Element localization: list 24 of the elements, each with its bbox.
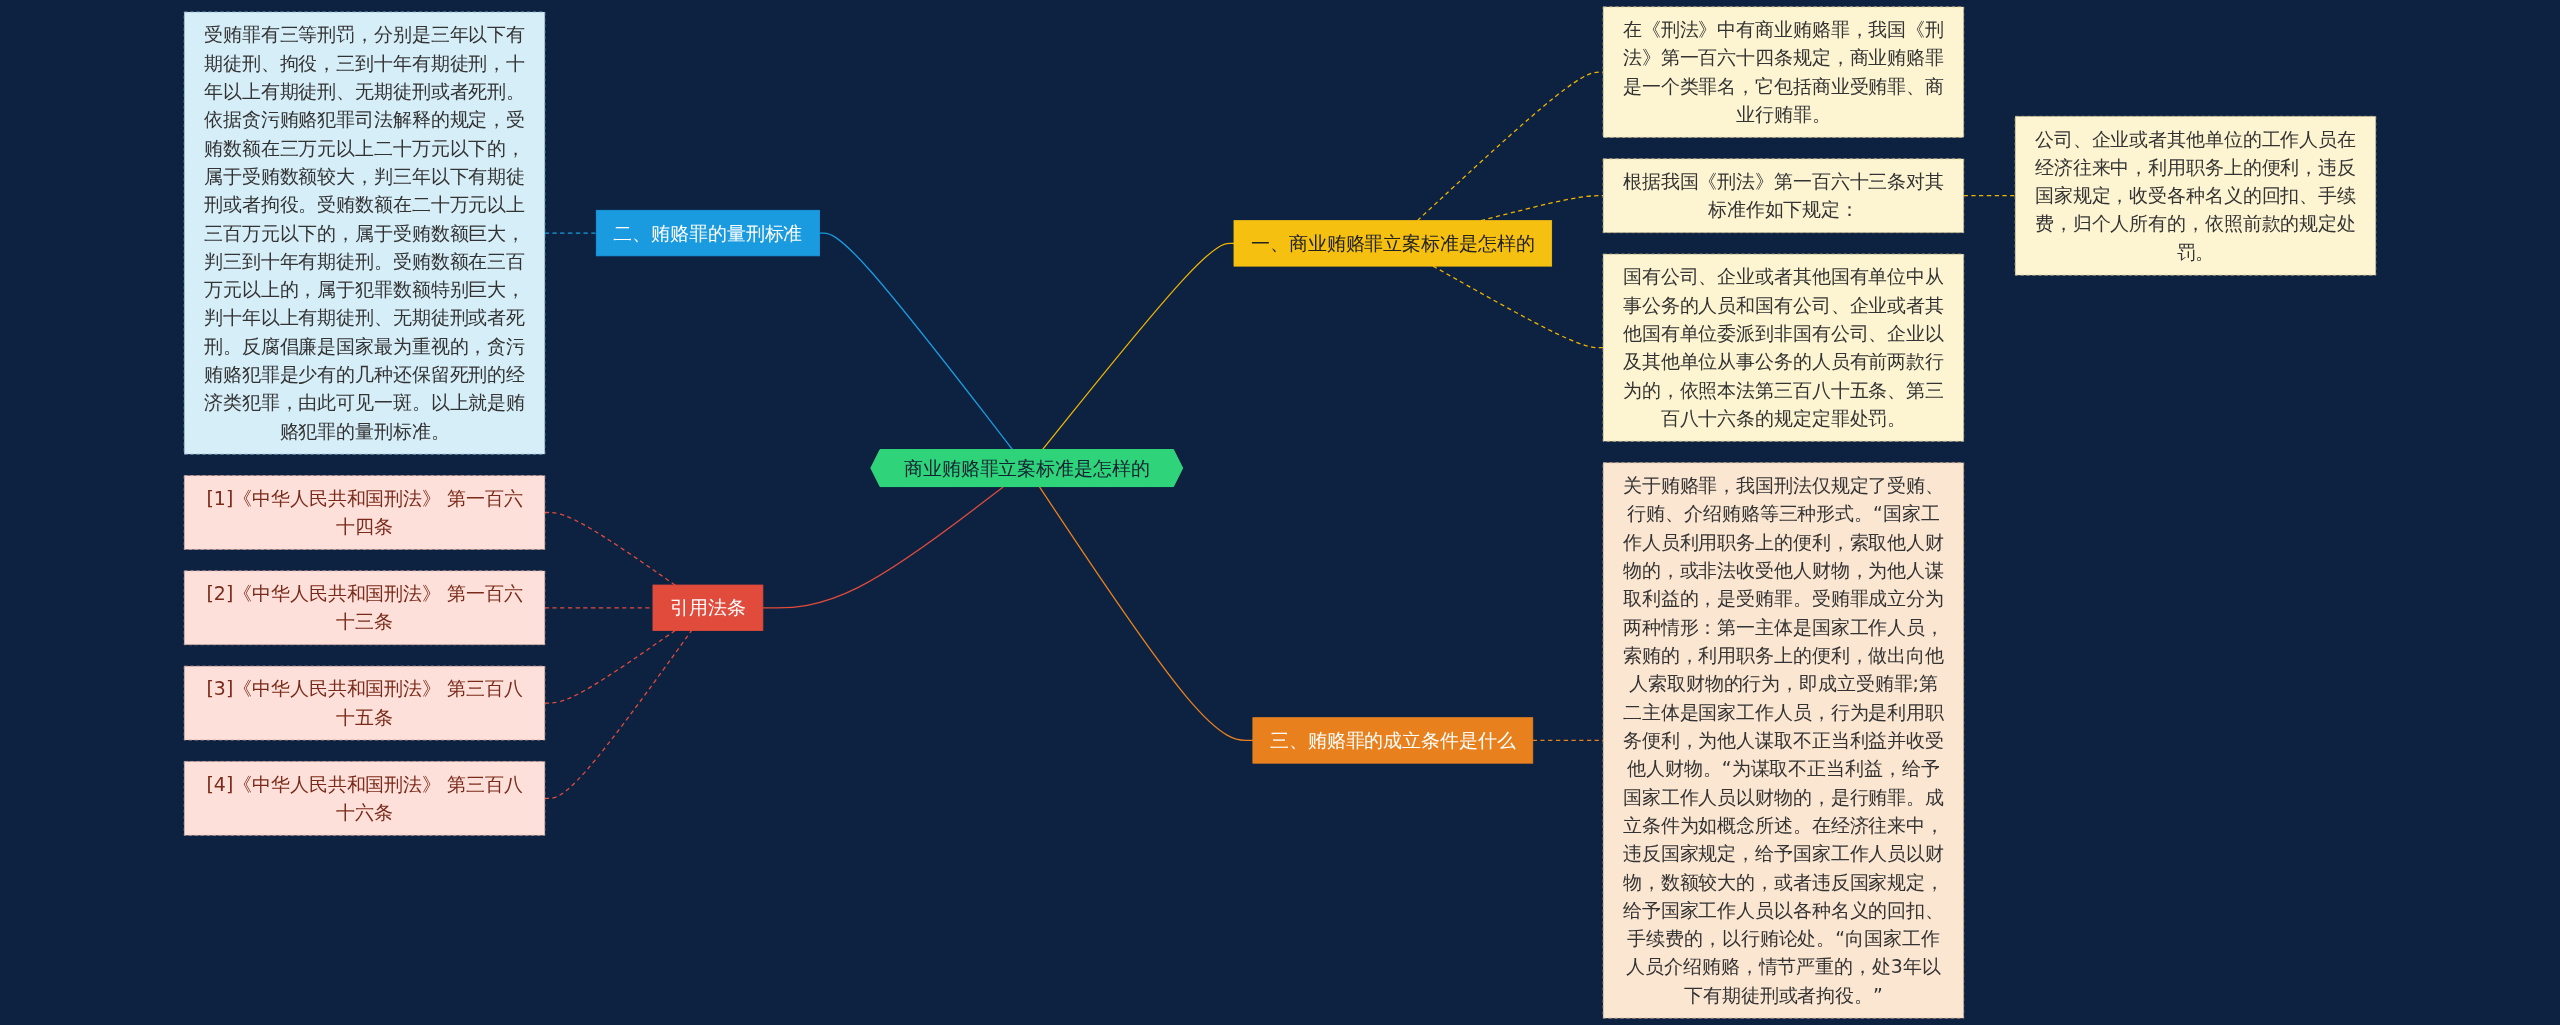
node-box: 受贿罪有三等刑罚，分别是三年以下有期徒刑、拘役，三到十年有期徒刑，十年以上有期徒刑、无期徒刑或者死刑。依据贪污贿赂犯罪司法解释的规定，受贿数额在三万元以上二十万元以下的，属于受贿数额较大，判三年以下有期徒刑或者拘役。受贿数额在二十万元以上三百万元以下的，属于受贿数额巨大，判三到十年有期徒刑。受贿数额在三百万元以上的，属于犯罪数额特别巨大，判十年以上有期徒刑、无期徒刑或者死刑。反腐倡廉是国家最为重视的，贪污贿赂犯罪是少有的几种还保留死刑的经济类犯罪，由此可见一斑。以上就是贿赂犯罪的量刑标准。 <box>183 11 546 455</box>
node-box: 二、贿赂罪的量刑标准 <box>595 209 820 257</box>
connector <box>544 629 676 704</box>
node-box: 根据我国《刑法》第一百六十三条对其标准作如下规定： <box>1602 158 1965 234</box>
node-box: 关于贿赂罪，我国刑法仅规定了受贿、行贿、介绍贿赂等三种形式。“国家工作人员利用职务上的便利，索取他人财物的，或非法收受他人财物，为他人谋取利益的，是受贿罪。受贿罪成立分为两种情形：第一主体是国家工作人员，索贿的，利用职务上的便利，做出向他人索取财物的行为，即成立受贿罪;第二主体是国家工作人员，行为是利用职务便利，为他人谋取不正当利益并收受他人财物。“为谋取不正当利益，给予国家工作人员以财物的，是行贿罪。成立条件为如概念所述。在经济往来中，违反国家规定，给予国家工作人员以财物，数额较大的，或者违反国家规定，给予国家工作人员以各种名义的回扣、手续费的，以行贿论处。“向国家工作人员介绍贿赂，情节严重的，处3年以下有期徒刑或者拘役。” <box>1602 462 1965 1019</box>
node-box: 在《刑法》中有商业贿赂罪，我国《刑法》第一百六十四条规定，商业贿赂罪是一个类罪名，它包括商业受贿罪、商业行贿罪。 <box>1602 6 1965 138</box>
node-box: [1]《中华人民共和国刑法》 第一百六十四条 <box>183 475 546 550</box>
node-box: [3]《中华人民共和国刑法》 第三百八十五条 <box>183 665 546 741</box>
connector <box>544 232 597 234</box>
node-box: [4]《中华人民共和国刑法》 第三百八十六条 <box>183 761 546 836</box>
connector <box>544 511 676 586</box>
node-box: 公司、企业或者其他单位的工作人员在经济往来中，利用职务上的便利，违反国家规定，收受各种名义的回扣、手续费，归个人所有的，依照前款的规定处罚。 <box>2014 115 2377 276</box>
node-box: 一、商业贿赂罪立案标准是怎样的 <box>1233 220 1553 267</box>
node-box: 三、贿赂罪的成立条件是什么 <box>1252 717 1534 764</box>
connector <box>1041 242 1235 451</box>
node-box: 引用法条 <box>652 584 764 631</box>
connector <box>762 486 1004 609</box>
connector <box>1963 195 2016 197</box>
connector <box>1038 486 1254 742</box>
connector <box>1416 71 1604 222</box>
node-box: [2]《中华人民共和国刑法》 第一百六十三条 <box>183 570 546 646</box>
connector <box>818 232 1014 451</box>
node-box: 国有公司、企业或者其他国有单位中从事公务的人员和国有公司、企业或者其他国有单位委派到非国有公司、企业以及其他单位从事公务的人员有前两款行为的，依照本法第三百八十五条、第三百八十六条的规定定罪处罚。 <box>1602 253 1965 442</box>
connector <box>544 629 693 799</box>
